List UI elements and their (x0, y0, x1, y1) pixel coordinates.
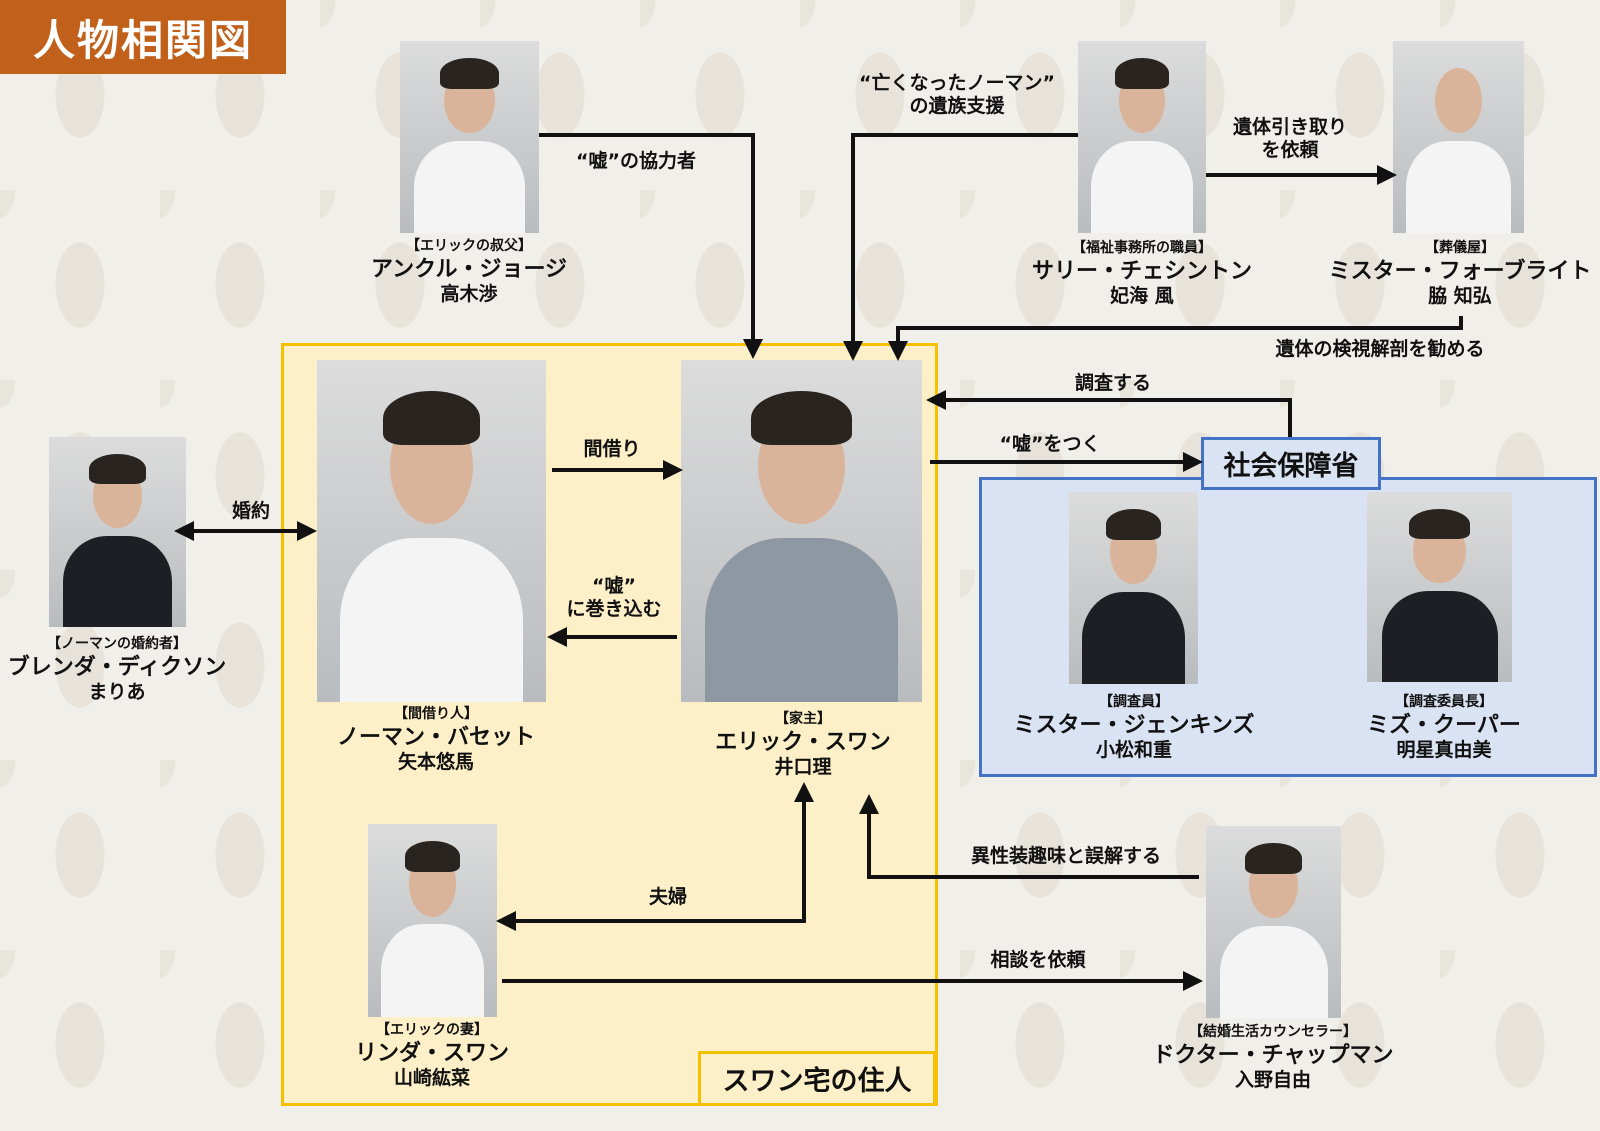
person-role: 【葬儀屋】 (1425, 240, 1495, 256)
person-name: ノーマン・バセット (336, 724, 536, 750)
person-actor: 脇 知弘 (1428, 285, 1492, 307)
relation-label: 遺体の検視解剖を勧める (1275, 338, 1485, 360)
arrow-ministry-eric (926, 390, 1292, 437)
relation-label: “嘘”の協力者 (576, 150, 696, 172)
relation-label: 間借り (583, 438, 641, 460)
arrow-chapman-eric (859, 794, 1199, 879)
arrow-forbright-eric (888, 316, 1463, 361)
relation-label: 調査する (1074, 372, 1152, 394)
photo-sally (1078, 41, 1206, 233)
person-name: ミスター・フォーブライト (1328, 258, 1592, 284)
person-card-sally: 【福祉事務所の職員】 サリー・チェシントン 妃海 風 (1032, 240, 1252, 309)
person-actor: まりあ (88, 681, 146, 703)
person-card-norman: 【間借り人】 ノーマン・バセット 矢本悠馬 (337, 706, 535, 775)
photo-norman (317, 360, 546, 702)
person-name: ブレンダ・ディクソン (7, 654, 227, 680)
person-role: 【エリックの妻】 (375, 1022, 488, 1038)
photo-eric (681, 360, 922, 702)
person-card-george: 【エリックの叔父】 アンクル・ジョージ 高木渉 (371, 238, 567, 307)
person-name: ミスター・ジェンキンズ (1013, 712, 1255, 738)
diagram-title: 人物相関図 (0, 0, 286, 74)
relation-label: 夫婦 (648, 886, 688, 908)
photo-brenda (49, 437, 186, 627)
person-role: 【家主】 (775, 711, 831, 727)
person-name: ドクター・チャップマン (1152, 1042, 1394, 1068)
person-card-linda: 【エリックの妻】 リンダ・スワン 山崎紘菜 (355, 1022, 509, 1091)
person-card-chapman: 【結婚生活カウンセラー】 ドクター・チャップマン 入野自由 (1153, 1024, 1394, 1093)
person-name: サリー・チェシントン (1031, 258, 1253, 284)
person-name: アンクル・ジョージ (370, 256, 568, 282)
arrow-eric-linda (496, 782, 814, 931)
person-card-cooper: 【調査委員長】 ミズ・クーパー 明星真由美 (1367, 694, 1521, 763)
relation-label: 遺体引き取り を依頼 (1232, 116, 1348, 161)
person-actor: 山崎紘菜 (393, 1067, 471, 1089)
relation-label: 異性装趣味と誤解する (970, 845, 1162, 867)
person-card-jenkins: 【調査員】 ミスター・ジェンキンズ 小松和重 (1014, 694, 1255, 763)
relation-label: “嘘”をつく (999, 433, 1101, 455)
person-actor: 入野自由 (1234, 1069, 1311, 1091)
person-role: 【調査員】 (1099, 694, 1169, 710)
person-role: 【調査委員長】 (1395, 694, 1493, 710)
relation-label: “亡くなったノーマン” の遺族支援 (859, 72, 1055, 117)
person-role: 【間借り人】 (393, 706, 478, 722)
person-role: 【福祉事務所の職員】 (1071, 240, 1212, 256)
arrow-george-eric (539, 133, 763, 359)
photo-jenkins (1069, 492, 1198, 684)
photo-cooper (1367, 492, 1512, 682)
person-actor: 井口理 (774, 756, 832, 778)
person-actor: 妃海 風 (1110, 285, 1174, 307)
relation-label: 婚約 (231, 500, 271, 522)
person-actor: 小松和重 (1095, 739, 1172, 761)
person-actor: 矢本悠馬 (397, 751, 475, 773)
photo-linda (368, 824, 497, 1017)
photo-forbright (1393, 41, 1524, 233)
person-name: エリック・スワン (715, 729, 891, 755)
person-card-eric: 【家主】 エリック・スワン 井口理 (715, 711, 891, 780)
person-role: 【エリックの叔父】 (406, 238, 532, 254)
photo-george (400, 41, 539, 233)
relation-label: 相談を依頼 (990, 949, 1086, 971)
person-card-brenda: 【ノーマンの婚約者】 ブレンダ・ディクソン まりあ (8, 636, 226, 705)
person-role: 【ノーマンの婚約者】 (47, 636, 187, 652)
person-role: 【結婚生活カウンセラー】 (1189, 1024, 1357, 1040)
relation-label: “嘘” に巻き込む (566, 575, 662, 620)
person-actor: 高木渉 (440, 283, 498, 305)
group-label-swan-house: スワン宅の住人 (698, 1051, 936, 1106)
person-card-forbright: 【葬儀屋】 ミスター・フォーブライト 脇 知弘 (1329, 240, 1592, 309)
arrow-sally-eric (843, 133, 1078, 361)
person-name: ミズ・クーパー (1367, 712, 1521, 738)
photo-chapman (1206, 826, 1341, 1018)
person-actor: 明星真由美 (1396, 739, 1492, 761)
person-name: リンダ・スワン (354, 1040, 510, 1066)
